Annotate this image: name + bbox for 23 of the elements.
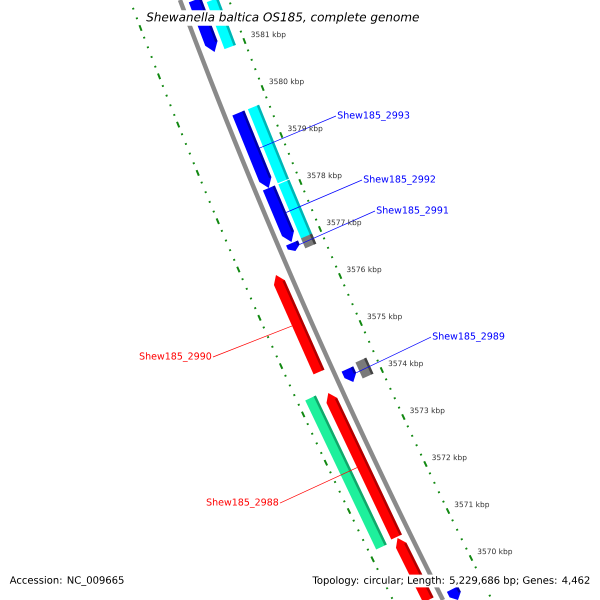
leader-line <box>212 326 292 358</box>
gene-box <box>301 234 316 248</box>
gene-label: Shew185_2993 <box>338 111 410 121</box>
gene-label: Shew185_2992 <box>364 175 435 185</box>
leader-line <box>299 210 376 245</box>
gene-label: Shew185_2988 <box>206 498 278 508</box>
leader-line <box>286 180 362 213</box>
gene-box <box>355 358 374 378</box>
gene-label: Shew185_2990 <box>140 352 212 362</box>
genome-info-text: Topology: circular; Length: 5,229,686 bp; Genes: 4,462 <box>310 574 592 588</box>
gene-label: Shew185_2989 <box>432 332 504 342</box>
leader-line <box>259 116 336 148</box>
gene-feature <box>274 275 324 374</box>
accession-text: Accession: NC_009665 <box>8 574 126 588</box>
map-title: Shewanella baltica OS185, complete genome <box>144 10 422 26</box>
gene-feature <box>342 366 356 382</box>
gene-bar <box>278 180 314 242</box>
gene-bar <box>248 104 289 184</box>
gene-bar <box>305 395 387 550</box>
gene-label: Shew185_2991 <box>376 206 448 216</box>
leader-line <box>280 467 358 504</box>
leader-line <box>356 336 432 374</box>
gene-feature <box>286 240 300 251</box>
